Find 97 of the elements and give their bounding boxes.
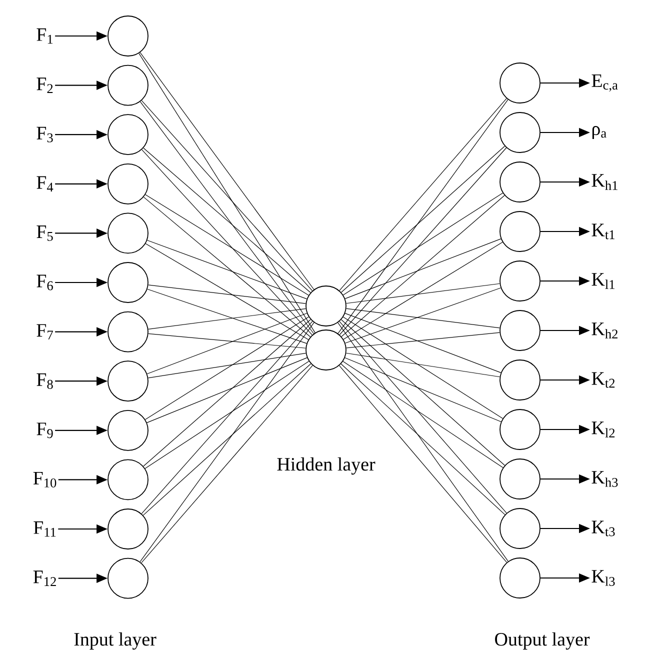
connection-line (142, 149, 312, 336)
connection-line (338, 322, 508, 562)
connection-line (341, 195, 505, 337)
connection-line (339, 98, 507, 291)
neuron-circle (108, 262, 148, 303)
output-label: K$_{l2}$ (592, 422, 615, 438)
connection-line (344, 238, 502, 299)
connection-line (338, 99, 508, 334)
neuron-circle (108, 360, 148, 402)
connection-line (344, 313, 502, 374)
connection-line (148, 333, 306, 348)
connection-line (346, 352, 500, 378)
input-label: F$_{4}$ (36, 176, 54, 192)
input-label: F$_{2}$ (36, 78, 53, 93)
neuron-circle (500, 558, 540, 598)
connection-line (148, 352, 306, 378)
neuron-circle (108, 114, 148, 156)
connection-line (342, 316, 504, 419)
output-label: ρ$_{a}$ (592, 126, 606, 139)
neuron-circle (500, 162, 540, 202)
output-label: K$_{h1}$ (592, 174, 618, 190)
connection-line (142, 363, 312, 516)
connection-line (141, 321, 313, 514)
connection-line (342, 192, 504, 296)
connection-line (143, 196, 311, 338)
connection-line (143, 319, 311, 467)
neuron-circle (500, 112, 540, 153)
output-label: K$_{h2}$ (592, 322, 618, 338)
input-label: F$_{1}$ (36, 28, 53, 44)
input-label: F$_{10}$ (33, 472, 56, 488)
connection-line (145, 243, 309, 340)
connection-line (138, 53, 316, 333)
connection-line (146, 357, 308, 423)
output-label: K$_{l3}$ (592, 570, 615, 586)
input-label: F$_{6}$ (36, 274, 53, 290)
connection-line (140, 52, 314, 290)
output-label: K$_{l1}$ (592, 273, 614, 289)
neuron-circle (500, 409, 540, 450)
layer-label: Hidden layer (277, 457, 376, 475)
input-label: F$_{9}$ (36, 422, 53, 438)
connection-line (145, 316, 309, 420)
connection-line (338, 365, 508, 563)
neuron-circle (500, 360, 540, 400)
connection-line (340, 146, 506, 293)
connection-line (148, 284, 306, 304)
layer-label: Input layer (74, 632, 156, 650)
connection-line (344, 357, 502, 422)
connection-line (346, 308, 500, 328)
output-label: K$_{t1}$ (592, 224, 614, 240)
connection-line (148, 308, 306, 330)
connection-line (339, 321, 507, 514)
output-label: K$_{t3}$ (592, 520, 615, 536)
connection-line (144, 360, 310, 469)
layer-label: Output layer (495, 632, 590, 650)
neuron-circle (306, 330, 346, 370)
connection-line (145, 194, 309, 296)
connection-line (340, 364, 506, 515)
neuron-circle (108, 410, 148, 451)
connection-line (147, 288, 307, 344)
output-label: E$_{c,a}$ (592, 74, 618, 92)
neuron-circle (500, 310, 540, 351)
connection-line (342, 361, 504, 468)
neuron-circle (500, 458, 540, 500)
connection-line (141, 365, 313, 564)
connection-line (343, 242, 503, 340)
neuron-circle (108, 459, 148, 500)
neuron-circle (108, 64, 148, 106)
connection-line (346, 332, 500, 348)
connection-line (344, 288, 502, 344)
output-label: K$_{t2}$ (592, 372, 615, 388)
connection-line (140, 101, 314, 334)
input-label: F$_{5}$ (36, 226, 53, 241)
neuron-circle (500, 62, 540, 104)
connection-line (340, 319, 506, 466)
input-label: F$_{11}$ (34, 521, 56, 537)
connection-line (141, 100, 313, 292)
neuron-circle (306, 286, 346, 326)
connection-line (140, 322, 314, 562)
neuron-circle (108, 212, 148, 254)
neuron-circle (108, 311, 148, 352)
neuron-circle (108, 163, 148, 204)
neuron-circle (108, 508, 148, 550)
input-label: F$_{12}$ (33, 570, 56, 586)
neuron-circle (500, 260, 540, 302)
neuron-circle (500, 508, 540, 549)
output-label: K$_{h3}$ (592, 471, 618, 487)
connection-line (146, 312, 308, 374)
input-label: F$_{8}$ (36, 373, 53, 389)
neuron-circle (108, 558, 148, 599)
input-label: F$_{7}$ (36, 324, 53, 340)
connection-line (146, 240, 308, 300)
connection-line (339, 147, 507, 336)
neuron-circle (108, 16, 148, 56)
connection-line (143, 148, 311, 293)
input-label: F$_{3}$ (36, 126, 53, 142)
connection-line (346, 283, 500, 304)
neuron-circle (500, 211, 540, 252)
